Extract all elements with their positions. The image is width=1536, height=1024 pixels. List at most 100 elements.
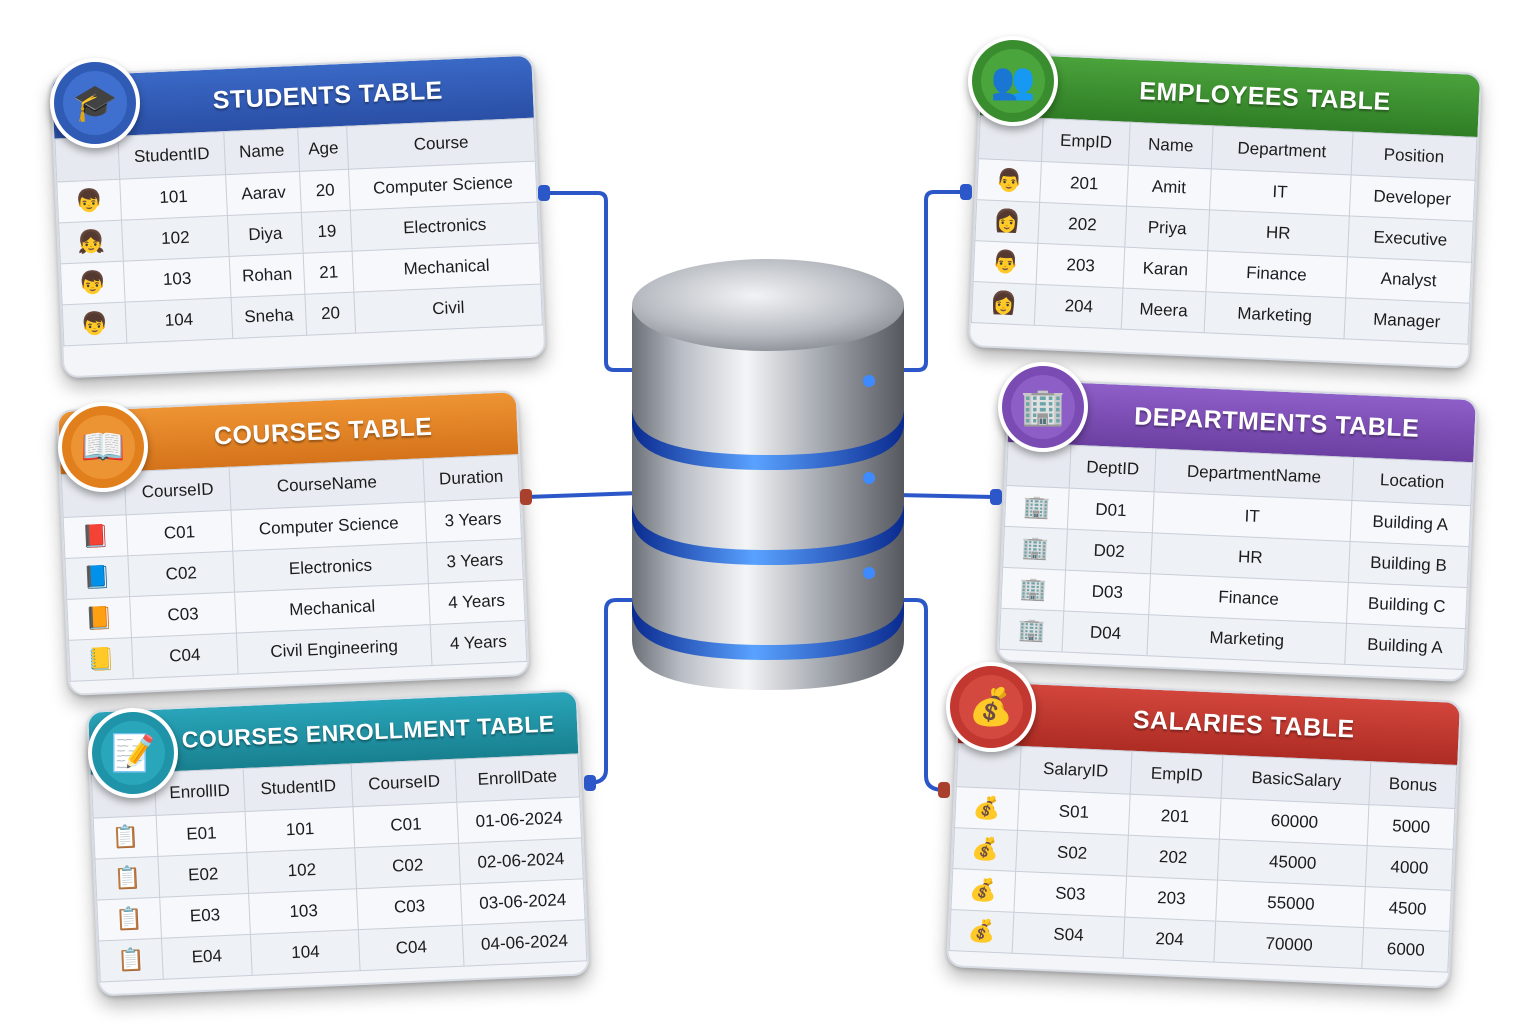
table-cell: S01 [1017,789,1131,836]
students-table: StudentID Name Age Course 👦 101 Aarav 20… [54,118,543,347]
money-bag-icon: 💰 [967,917,996,944]
table-cell: Marketing [1203,291,1346,339]
table-cell: S02 [1015,830,1129,877]
column-header: Location [1351,457,1473,506]
table-cell: D03 [1063,570,1151,615]
wire-students [542,191,640,372]
column-header: EmpID [1041,118,1131,166]
table-cell: 21 [303,251,355,295]
column-header: EmpID [1130,751,1224,799]
column-header: Name [223,128,300,175]
table-cell: 101 [245,806,356,853]
students-table-title: STUDENTS TABLE [212,76,444,115]
column-header: Department [1210,125,1353,175]
table-cell: Diya [227,212,304,257]
money-bag-icon: 💰 [972,794,1002,821]
table-cell: 55000 [1216,880,1366,928]
table-cell: Building A [1349,500,1471,547]
column-header: CourseID [351,759,457,807]
table-cell: 70000 [1214,921,1364,969]
employees-connector [960,184,972,200]
money-bag-icon: 💰 [969,876,998,903]
table-cell: Analyst [1345,256,1472,304]
enrollment-badge: 📝 [88,708,178,798]
column-header: EnrollDate [454,753,580,803]
column-header: StudentID [243,763,354,812]
money-bag-icon: 💰 [970,835,1000,862]
table-cell: 104 [125,297,233,344]
table-cell: D04 [1062,611,1150,656]
wire-enrollment [587,598,640,785]
column-header: Age [297,126,349,172]
employee-avatar-icon: 👨 [994,166,1024,193]
table-cell: 4500 [1363,886,1452,932]
table-cell: E01 [156,811,247,857]
book-icon: 📒 [86,645,116,672]
table-cell: HR [1207,209,1350,257]
table-cell: 203 [1124,876,1218,922]
column-header: BasicSalary [1221,755,1372,805]
table-cell: 01-06-2024 [456,796,582,844]
table-cell: E03 [159,893,251,939]
salaries-badge: 💰 [946,662,1036,752]
column-header: Bonus [1369,761,1457,809]
table-cell: C01 [353,802,459,848]
column-header: Name [1128,122,1213,169]
clipboard-icon: 📋 [114,905,144,932]
building-icon: 🏢 [1020,534,1050,561]
table-cell: 20 [305,292,357,336]
column-header: SalaryID [1019,746,1133,795]
table-cell: 203 [1036,243,1126,289]
table-cell: 204 [1123,917,1217,963]
building-icon: 🏢 [1022,493,1052,520]
table-cell: 3 Years [426,538,524,584]
table-cell: 102 [121,215,230,262]
student-avatar-icon: 👦 [74,187,104,214]
table-cell: D02 [1065,529,1153,574]
table-cell: 6000 [1362,927,1450,973]
table-cell: C02 [355,843,461,889]
student-avatar-icon: 👦 [78,268,107,296]
departments-table: DeptID DepartmentName Location 🏢 D01 IT … [999,442,1474,670]
salaries-connector [938,782,950,798]
table-cell: 04-06-2024 [462,919,587,967]
clipboard-pencil-icon: 📝 [101,721,165,785]
table-cell: 5000 [1367,804,1455,850]
database-icon [632,259,904,690]
table-cell: E02 [157,852,249,898]
courses-table: CourseID CourseName Duration 📕 C01 Compu… [61,454,528,682]
table-cell: 02-06-2024 [458,837,584,885]
enrollment-table: EnrollID StudentID CourseID EnrollDate 📋… [91,753,588,982]
table-cell: 45000 [1217,839,1368,887]
table-cell: 4 Years [429,620,527,666]
table-cell: Meera [1121,288,1206,333]
departments-table-title: DEPARTMENTS TABLE [1133,401,1420,443]
table-cell: 19 [301,210,353,254]
students-connector [538,185,550,201]
departments-connector [990,489,1002,505]
table-cell: C04 [358,925,464,971]
table-cell: 201 [1128,794,1222,840]
salaries-table-title: SALARIES TABLE [1132,705,1356,743]
table-cell: Civil [354,283,543,334]
students-badge: 🎓 [50,58,140,148]
clipboard-icon: 📋 [116,946,146,973]
table-cell: 202 [1126,835,1220,881]
table-cell: 102 [246,847,357,894]
book-icon: 📕 [81,522,110,549]
table-cell: 103 [248,888,359,935]
table-cell: Civil Engineering [236,624,432,675]
table-cell: C03 [356,884,463,930]
student-avatar-icon: 👦 [80,309,109,337]
departments-badge: 🏢 [998,362,1088,452]
column-header: Position [1351,132,1477,181]
table-cell: 4 Years [428,579,526,625]
table-cell: Building C [1346,582,1468,629]
student-avatar-icon: 👧 [76,227,106,255]
table-cell: Finance [1205,250,1348,298]
table-cell: IT [1209,168,1352,216]
money-bag-icon: 💰 [959,675,1023,739]
clipboard-icon: 📋 [113,864,142,891]
table-cell: Amit [1127,165,1211,210]
